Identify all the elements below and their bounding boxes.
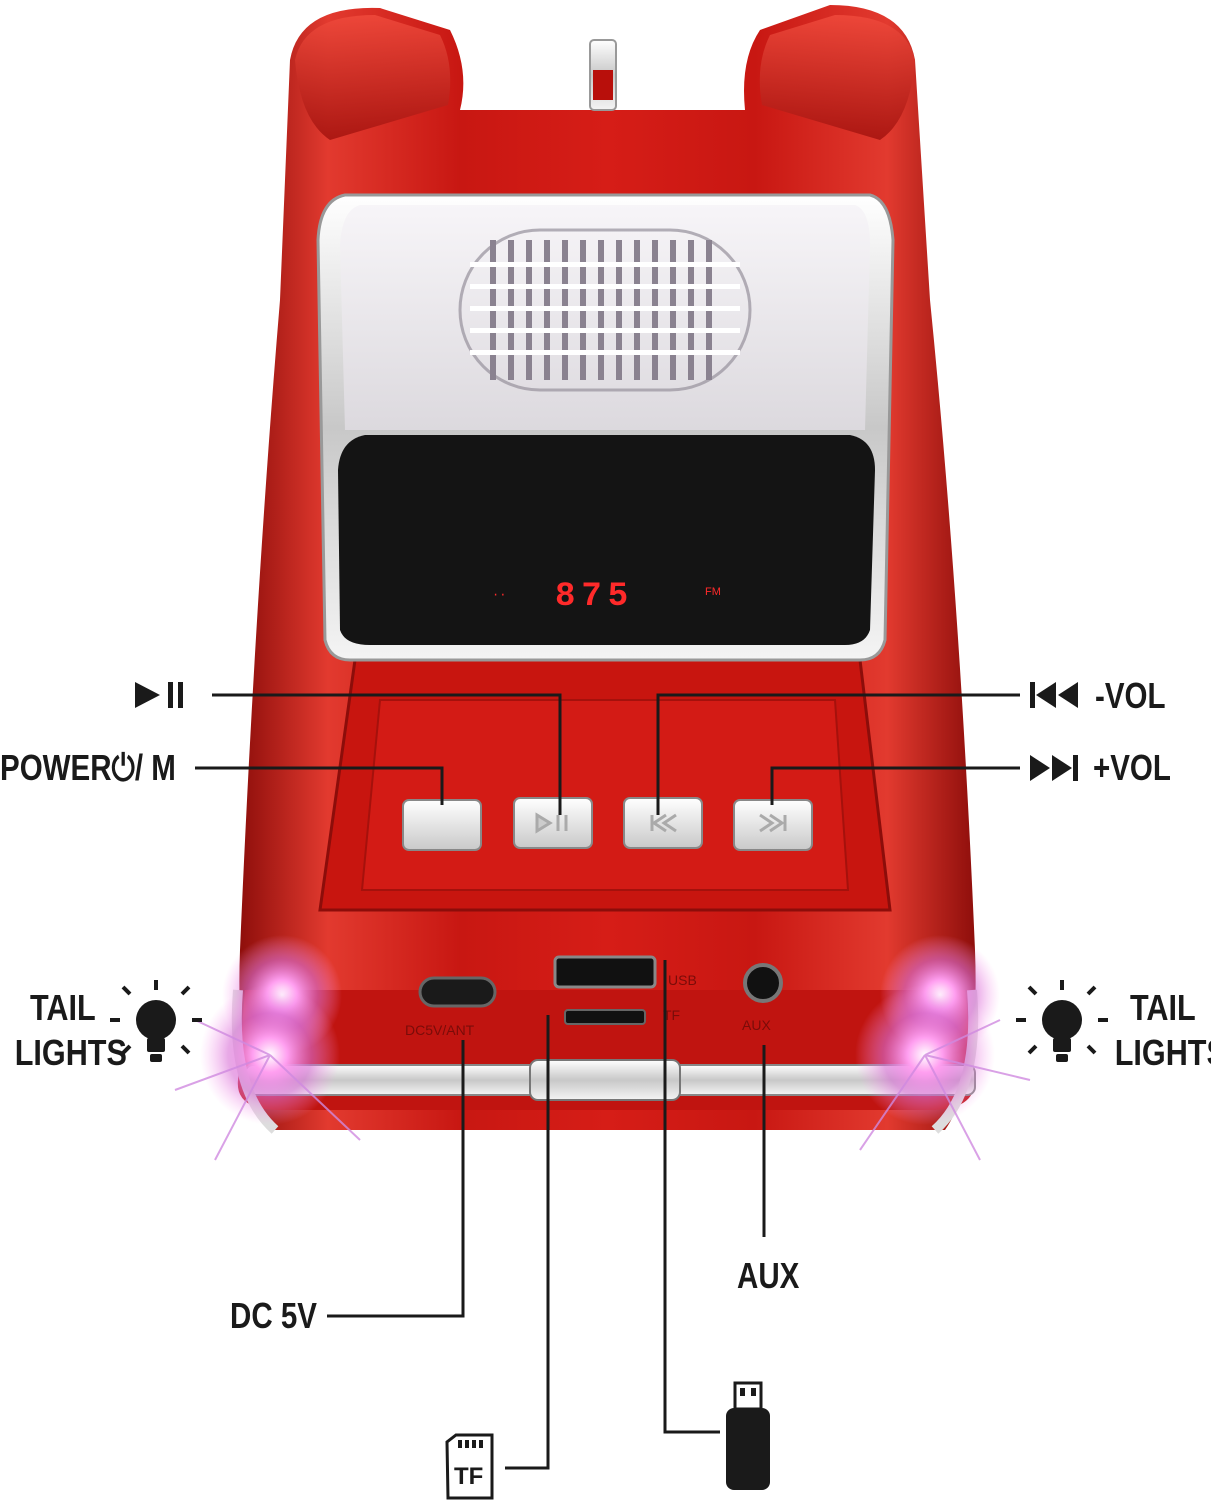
next-vol-up-button[interactable] <box>733 799 813 851</box>
display-left-indicator: ·· <box>492 588 506 602</box>
power-mode-button[interactable] <box>402 799 482 851</box>
aux-port[interactable] <box>743 963 783 1003</box>
light-bulb-icon <box>110 980 202 1062</box>
tail-lights-right-label: TAIL LIGHTS <box>1115 985 1211 1075</box>
dc-port-text: DC5V/ANT <box>405 1022 475 1038</box>
display-screen: ·· 875 FM <box>338 435 875 645</box>
leader-lines <box>195 693 1020 1470</box>
aux-port-text: AUX <box>742 1017 771 1033</box>
usb-drive-text: USB <box>768 1423 790 1465</box>
tail-lights-left-line1: TAIL <box>30 987 96 1028</box>
vol-down-label: -VOL <box>1095 675 1166 716</box>
dc5v-label: DC 5V <box>230 1295 317 1336</box>
usb-port-text: USB <box>668 972 697 988</box>
ports-panel: DC5V/ANT USB TF AUX <box>405 955 783 1038</box>
tf-card-text: TF <box>454 1463 483 1490</box>
grille-holes <box>458 228 752 392</box>
tail-lights-left-line2: LIGHTS <box>14 1032 127 1073</box>
next-track-icon <box>1030 755 1078 781</box>
dc5v-port[interactable] <box>418 976 497 1008</box>
tf-port-text: TF <box>663 1007 680 1023</box>
display-digits: 875 <box>555 578 634 616</box>
tf-slot[interactable] <box>564 1009 646 1025</box>
vol-up-label: +VOL <box>1093 747 1171 788</box>
prev-track-icon <box>1030 682 1078 708</box>
light-bulb-icon <box>1016 980 1108 1062</box>
power-mode-label: POWER⏻/ M <box>0 747 176 788</box>
tail-lights <box>174 935 1031 1161</box>
play-pause-icon <box>135 682 183 708</box>
tf-card-icon: TF <box>445 1433 494 1500</box>
display-right-indicator: FM <box>705 586 721 598</box>
aux-label: AUX <box>737 1255 800 1296</box>
tail-lights-left-label: TAIL LIGHTS <box>15 985 127 1075</box>
tail-lights-right-line2: LIGHTS <box>1114 1032 1211 1073</box>
play-pause-button[interactable] <box>513 797 593 849</box>
tail-lights-right-line1: TAIL <box>1130 987 1196 1028</box>
usb-port[interactable] <box>553 955 657 989</box>
usb-drive-icon: USB <box>726 1381 790 1490</box>
